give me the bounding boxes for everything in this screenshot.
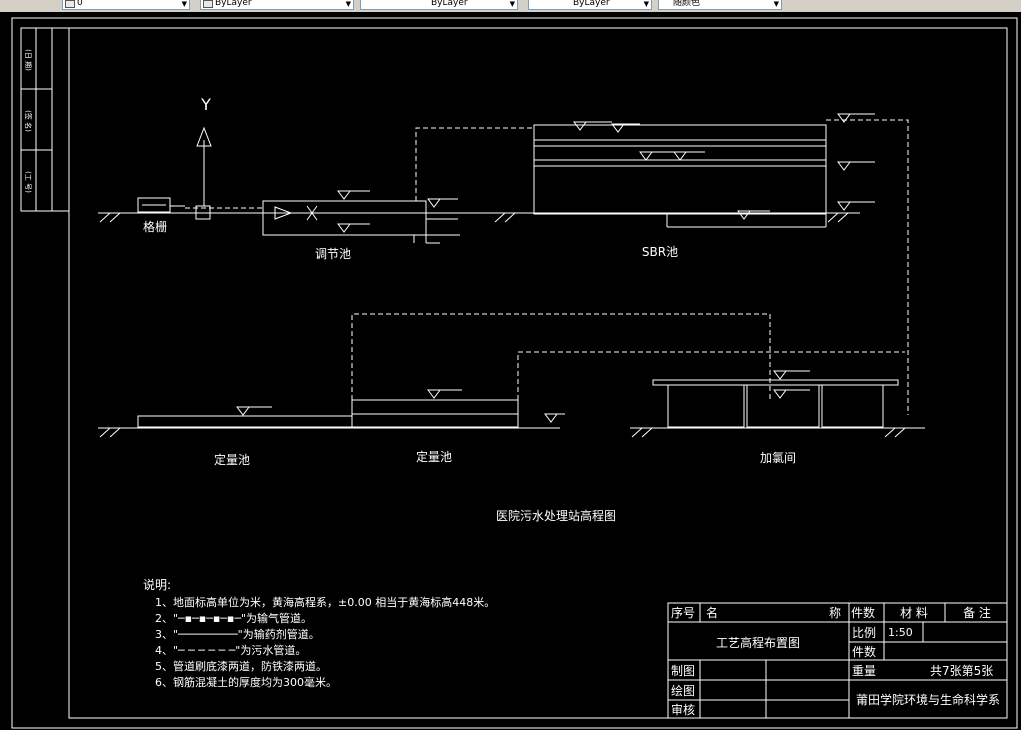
note-1: 1、地面标高单位为米，黄海高程系，±0.00 相当于黄海标高448米。	[155, 595, 495, 609]
main-title: 医院污水处理站高程图	[496, 508, 616, 523]
chevron-down-icon: ▼	[181, 0, 187, 8]
side-stamp-sign: (签 名)	[24, 110, 33, 132]
inner-frame	[68, 27, 1008, 719]
color-dropdown-value: ByLayer	[215, 0, 252, 8]
tb-seq: 序号	[671, 605, 695, 620]
chlorine-room-1	[667, 384, 745, 428]
label-sbr-tank: SBR池	[642, 245, 678, 259]
arrow-label: Y	[200, 95, 211, 114]
note-3: 3、"─────────"为输药剂管道。	[155, 627, 320, 641]
layer-dropdown[interactable]: 0 ▼	[62, 0, 190, 10]
note-2: 2、"─▪─▪─▪─▪─"为输气管道。	[155, 611, 312, 625]
note-5: 5、管道刷底漆两道，防铁漆两道。	[155, 659, 327, 673]
tb-material: 材 料	[900, 606, 928, 620]
chevron-down-icon: ▼	[345, 0, 351, 8]
chevron-down-icon: ▼	[643, 0, 649, 8]
note-4: 4、"─ ─ ─ ─ ─ ─"为污水管道。	[155, 643, 306, 657]
outer-border	[11, 17, 1018, 729]
grille-pump-box	[195, 205, 211, 220]
chevron-down-icon: ▼	[509, 0, 515, 8]
label-grille: 格栅	[143, 219, 167, 234]
chlorine-room-3	[821, 384, 884, 428]
tb-qty: 件数	[851, 605, 875, 620]
label-dosing-tank-2: 定量池	[416, 449, 452, 464]
layer-dropdown-value: 0	[77, 0, 83, 8]
label-regulating-tank: 调节池	[315, 247, 351, 261]
notes-heading: 说明:	[143, 577, 171, 592]
tb-remark: 备 注	[963, 605, 991, 620]
tb-organization: 莆田学院环境与生命科学系	[856, 692, 1000, 707]
side-stamp-date: (日 期)	[24, 49, 32, 71]
plotstyle-dropdown[interactable]: 随颜色 ▼	[658, 0, 782, 10]
layer-toolbar: 0 ▼ ByLayer ▼ ByLayer ▼ ByLayer ▼ 随颜色 ▼	[0, 0, 1021, 13]
sbr-tank	[533, 124, 827, 215]
side-stamp-code: (工 号)	[24, 171, 32, 193]
linetype-dropdown-value: ByLayer	[431, 0, 468, 8]
label-chlorine-room: 加氯间	[760, 451, 796, 465]
tb-scale-label: 比例	[852, 626, 876, 640]
linetype-dropdown[interactable]: ByLayer ▼	[360, 0, 518, 10]
grille-box	[137, 197, 171, 213]
chevron-down-icon: ▼	[773, 0, 779, 8]
lineweight-dropdown-value: ByLayer	[573, 0, 610, 8]
layer-state-icon	[65, 0, 75, 8]
tb-sheet-info: 共7张第5张	[930, 664, 993, 678]
title-block	[667, 602, 1008, 719]
tb-pieces-label: 件数	[852, 644, 876, 659]
color-swatch-icon	[203, 0, 213, 8]
note-6: 6、钢筋混凝土的厚度均为300毫米。	[155, 675, 337, 689]
tb-checked-by: 审核	[671, 702, 695, 717]
tb-name: 名	[706, 605, 718, 620]
tb-scale-value: 1:50	[888, 626, 913, 639]
drawing-canvas[interactable]: (日 期) (签 名) (工 号) Y 格栅 调节池 SBR池 定量池 定量池 …	[0, 12, 1021, 730]
plotstyle-dropdown-value: 随颜色	[673, 0, 701, 8]
tb-drawing-name: 工艺高程布置图	[716, 635, 800, 650]
chlorine-room-2	[746, 384, 820, 428]
label-dosing-tank-1: 定量池	[214, 452, 250, 467]
tb-drawn-by: 制图	[671, 664, 695, 678]
tb-drafted-by: 绘图	[671, 683, 695, 698]
side-stamp-box	[20, 27, 70, 212]
tb-name2: 称	[829, 606, 841, 620]
lineweight-dropdown[interactable]: ByLayer ▼	[528, 0, 652, 10]
color-dropdown[interactable]: ByLayer ▼	[200, 0, 354, 10]
tb-weight-label: 重量	[852, 664, 876, 678]
